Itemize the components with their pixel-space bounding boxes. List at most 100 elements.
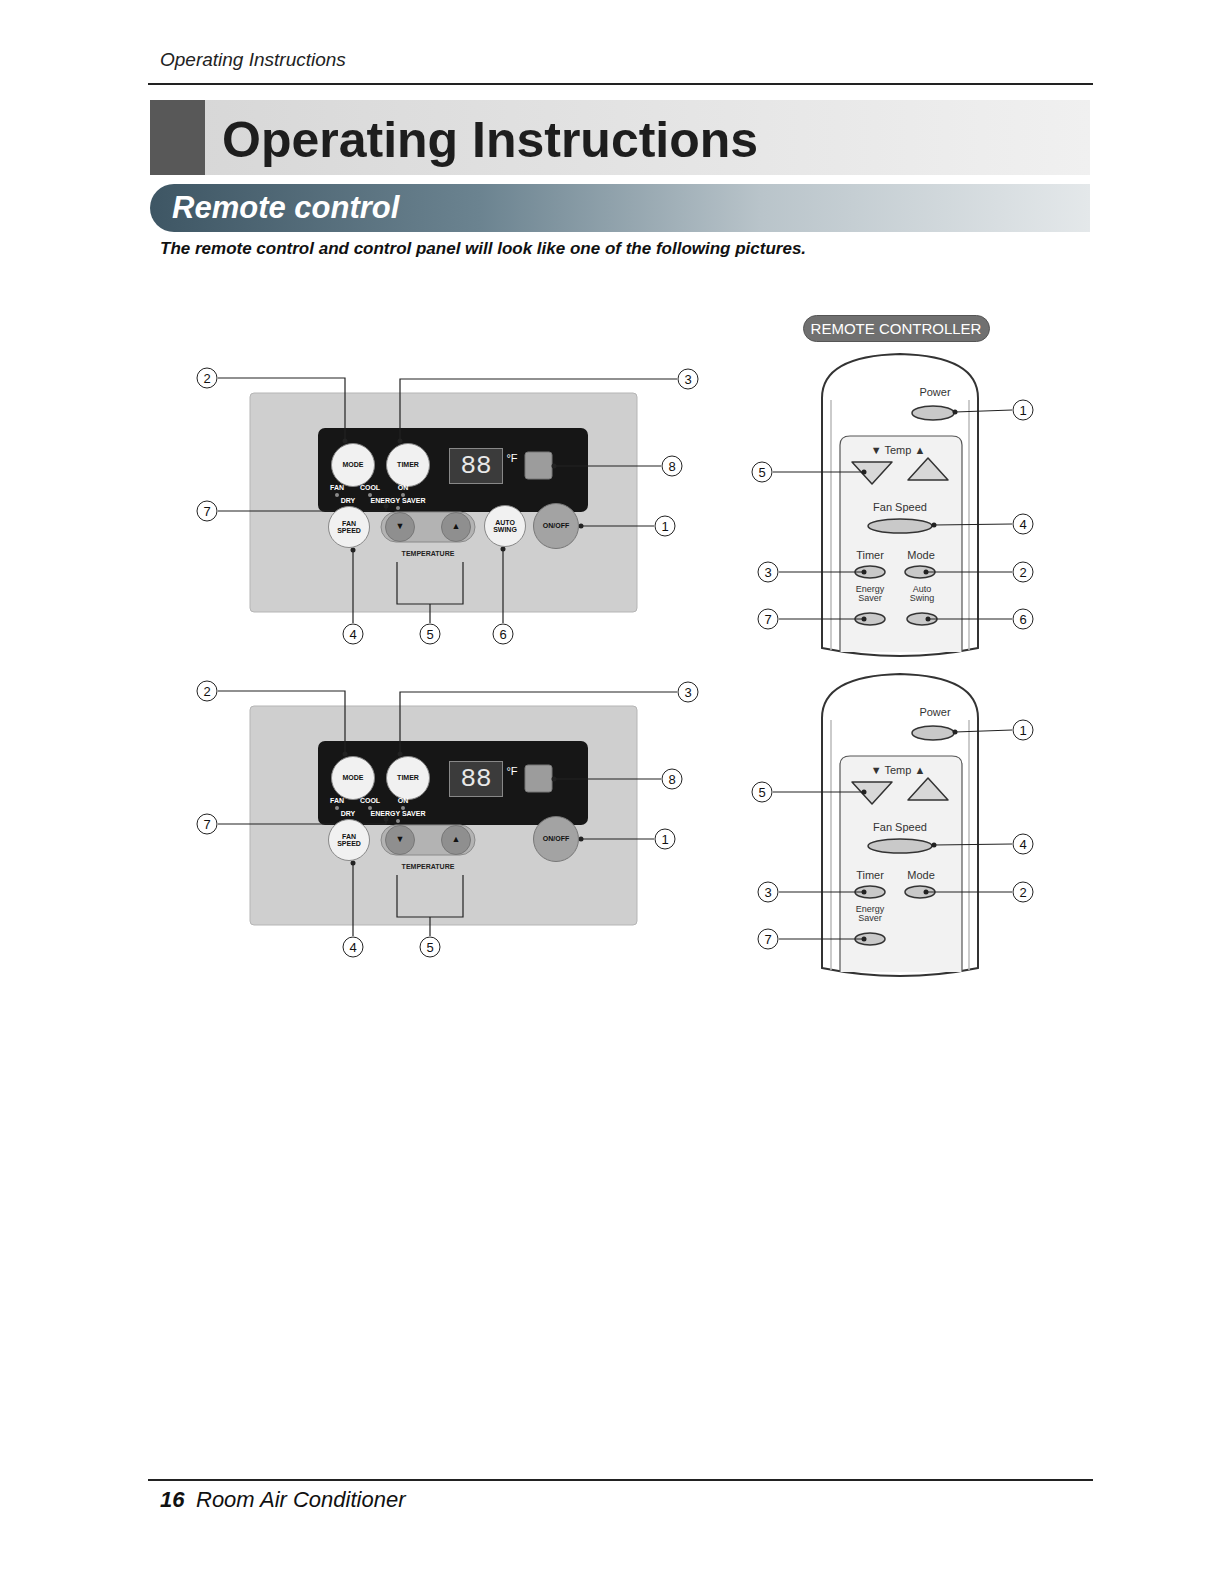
panel-face bbox=[250, 706, 637, 925]
remote-controller bbox=[773, 674, 1012, 976]
footer-text: Room Air Conditioner bbox=[196, 1487, 406, 1513]
control-button: ▲ bbox=[441, 825, 471, 855]
leader-line bbox=[928, 618, 1012, 619]
panel-label: TEMPERATURE bbox=[402, 550, 455, 557]
button-label: Energy Saver bbox=[849, 905, 891, 924]
button-label: ▼ Temp ▲ bbox=[871, 444, 926, 456]
control-panel bbox=[218, 691, 677, 936]
leader-dot bbox=[351, 861, 356, 866]
callout-number: 7 bbox=[758, 929, 779, 950]
button-label: Auto Swing bbox=[901, 585, 943, 604]
control-button: ▼ bbox=[385, 825, 415, 855]
panel-face bbox=[250, 393, 637, 612]
temp-up-button bbox=[908, 778, 948, 800]
leader-dot bbox=[862, 617, 867, 622]
node-text: TIMER bbox=[397, 461, 419, 468]
panel-label: FAN bbox=[330, 484, 344, 491]
leader-line bbox=[352, 550, 353, 623]
leader-dot bbox=[384, 504, 389, 509]
callout-number: 3 bbox=[758, 882, 779, 903]
callout-number: 3 bbox=[678, 682, 699, 703]
callout-number: 2 bbox=[197, 368, 218, 389]
callout-number: 5 bbox=[420, 937, 441, 958]
node-text: MODE bbox=[343, 461, 364, 468]
indicator-lamp bbox=[335, 493, 339, 497]
node-text: FAN SPEED bbox=[332, 520, 366, 535]
leader-dot bbox=[862, 790, 867, 795]
panel-label: TEMPERATURE bbox=[402, 863, 455, 870]
callout-number: 4 bbox=[343, 937, 364, 958]
unit-label: °F bbox=[506, 765, 517, 777]
leader-line bbox=[581, 838, 654, 839]
title-marker bbox=[150, 100, 205, 175]
indicator-lamp bbox=[401, 806, 405, 810]
node-text: TIMER bbox=[397, 774, 419, 781]
leader-line bbox=[581, 525, 654, 526]
node-text: ▲ bbox=[452, 522, 461, 531]
callout-number: 5 bbox=[752, 462, 773, 483]
control-button: FAN SPEED bbox=[328, 506, 370, 548]
button-label: Mode bbox=[907, 549, 935, 561]
button-label: Mode bbox=[907, 869, 935, 881]
temperature-display: 88 bbox=[449, 761, 503, 797]
callout-number: 1 bbox=[655, 829, 676, 850]
leader-line bbox=[429, 917, 430, 936]
leader-line bbox=[779, 618, 864, 619]
page-title: Operating Instructions bbox=[222, 111, 758, 169]
sensor-button bbox=[525, 452, 552, 479]
control-button: ▼ bbox=[385, 512, 415, 542]
power-button bbox=[912, 726, 954, 740]
power-button bbox=[912, 406, 954, 420]
button-label: Fan Speed bbox=[873, 501, 927, 513]
leader-dot bbox=[932, 843, 937, 848]
panel-label: DRY bbox=[341, 497, 356, 504]
callout-number: 6 bbox=[493, 624, 514, 645]
leader-line bbox=[400, 379, 677, 441]
control-button: MODE bbox=[331, 756, 375, 800]
leader-dot bbox=[924, 890, 929, 895]
callout-number: 8 bbox=[662, 769, 683, 790]
panel-label: ON bbox=[398, 797, 409, 804]
panel-label: ENERGY SAVER bbox=[371, 497, 426, 504]
node-text: REMOTE CONTROLLER bbox=[811, 320, 982, 337]
leader-line bbox=[554, 778, 661, 779]
callout-number: 2 bbox=[1013, 882, 1034, 903]
node-text: ▼ bbox=[396, 835, 405, 844]
control-button: ON/OFF bbox=[533, 503, 579, 549]
callout-number: 8 bbox=[662, 456, 683, 477]
leader-dot bbox=[579, 524, 584, 529]
sensor-button bbox=[525, 765, 552, 792]
leader-dot bbox=[501, 547, 506, 552]
indicator-lamp bbox=[368, 493, 372, 497]
fan-speed-button bbox=[868, 519, 932, 533]
leader-dot bbox=[862, 890, 867, 895]
panel-label: COOL bbox=[360, 797, 380, 804]
button-label: Energy Saver bbox=[849, 585, 891, 604]
leader-line bbox=[955, 410, 1012, 412]
control-button: ON/OFF bbox=[533, 816, 579, 862]
button-label: Power bbox=[919, 706, 950, 718]
leader-line bbox=[779, 571, 864, 572]
remote-controller bbox=[773, 354, 1012, 656]
callout-number: 4 bbox=[1013, 834, 1034, 855]
indicator-lamp bbox=[368, 806, 372, 810]
callout-number: 1 bbox=[1013, 400, 1034, 421]
callout-number: 4 bbox=[343, 624, 364, 645]
leader-line bbox=[218, 691, 345, 754]
panel-label: ON bbox=[398, 484, 409, 491]
temp-up-button bbox=[908, 458, 948, 480]
leader-line bbox=[934, 524, 1012, 525]
node-text: ON/OFF bbox=[543, 835, 569, 842]
node-text: FAN SPEED bbox=[332, 833, 366, 848]
control-button: ▲ bbox=[441, 512, 471, 542]
control-button: AUTO SWING bbox=[484, 505, 526, 547]
node-text: ▲ bbox=[452, 835, 461, 844]
display-area bbox=[318, 428, 588, 512]
callout-number: 3 bbox=[678, 369, 699, 390]
fan-speed-button bbox=[868, 839, 932, 853]
button-label: Timer bbox=[856, 869, 884, 881]
control-panel bbox=[218, 378, 677, 623]
leader-line bbox=[218, 378, 345, 441]
control-button: TIMER bbox=[386, 756, 430, 800]
